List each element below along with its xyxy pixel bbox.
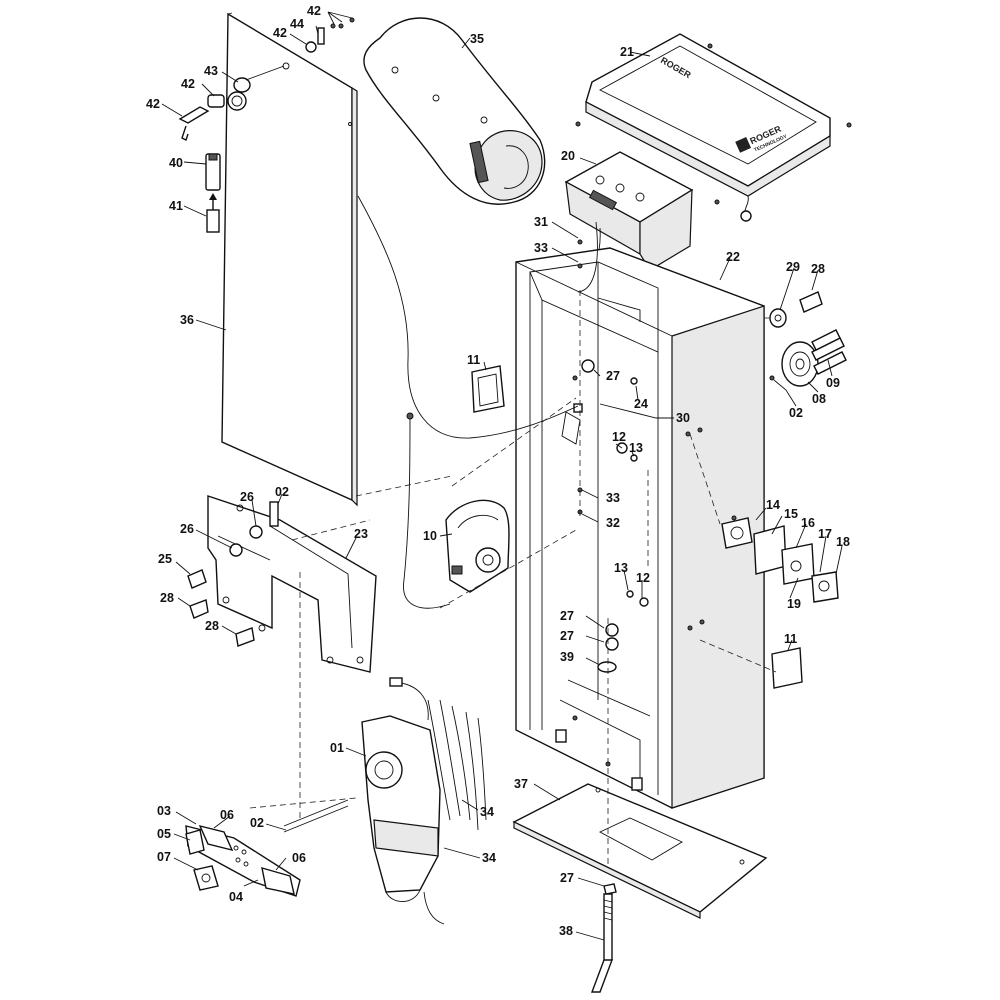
- callout-27-mid-2: 27: [560, 629, 574, 643]
- callout-02-right: 02: [789, 406, 803, 420]
- callout-28-bracket-lower: 28: [205, 619, 219, 633]
- callout-22: 22: [726, 250, 740, 264]
- callout-15: 15: [784, 507, 798, 521]
- callout-26-upper: 26: [240, 490, 254, 504]
- callout-41: 41: [169, 199, 183, 213]
- callout-06-upper: 06: [220, 808, 234, 822]
- callout-30: 30: [676, 411, 690, 425]
- lock-parts: [178, 17, 355, 141]
- control-box: [564, 151, 694, 291]
- callout-11-upper: 11: [467, 353, 480, 367]
- pulley-assembly: [769, 291, 847, 387]
- callout-32: 32: [606, 516, 620, 530]
- callout-39: 39: [560, 650, 574, 664]
- callout-36: 36: [180, 313, 194, 327]
- callout-42-lock-washer: 42: [273, 26, 287, 40]
- callout-33-top: 33: [534, 241, 548, 255]
- callout-16: 16: [801, 516, 815, 530]
- mounting-bracket: [187, 495, 377, 673]
- callout-10: 10: [423, 529, 437, 543]
- callout-35: 35: [470, 32, 484, 46]
- cable-runs: [357, 195, 598, 609]
- callout-08: 08: [812, 392, 826, 406]
- callout-44: 44: [290, 17, 304, 31]
- callout-17: 17: [818, 527, 832, 541]
- callout-25: 25: [158, 552, 172, 566]
- arm-bracket: [185, 799, 349, 897]
- callout-40: 40: [169, 156, 183, 170]
- callout-38: 38: [559, 924, 573, 938]
- callout-11-lower: 11: [784, 632, 797, 646]
- callout-01: 01: [330, 741, 344, 755]
- callout-02-lower: 02: [250, 816, 264, 830]
- door-tag-parts: [205, 153, 221, 233]
- callout-04: 04: [229, 890, 243, 904]
- callout-42-key: 42: [146, 97, 160, 111]
- callout-13-lower: 13: [614, 561, 628, 575]
- arm-cover-shell: [363, 17, 546, 205]
- callout-42-top: 42: [307, 4, 321, 18]
- callout-24: 24: [634, 397, 648, 411]
- callout-34-lower: 34: [482, 851, 496, 865]
- callout-02-bracket: 02: [275, 485, 289, 499]
- callout-27-mid: 27: [560, 609, 574, 623]
- callout-09: 09: [826, 376, 840, 390]
- cover-plates: [471, 365, 803, 689]
- callout-26-lower: 26: [180, 522, 194, 536]
- callout-03: 03: [157, 804, 171, 818]
- callout-42-cylinder: 42: [181, 77, 195, 91]
- limit-switch-unit: [445, 499, 510, 593]
- callout-43: 43: [204, 64, 218, 78]
- callout-21: 21: [620, 45, 634, 59]
- callout-34-upper: 34: [480, 805, 494, 819]
- anchor-bolt: [590, 883, 617, 993]
- centre-fasteners: [573, 239, 649, 673]
- callout-33-lower: 33: [606, 491, 620, 505]
- assembly-guide-lines: [249, 290, 777, 866]
- selector-panel-parts: [721, 515, 839, 603]
- callout-19: 19: [787, 597, 801, 611]
- callout-06-lower: 06: [292, 851, 306, 865]
- callout-labels: 42 44 42 43 42 42 40 41 36 35 21 20 31 3…: [146, 4, 850, 938]
- callout-23: 23: [354, 527, 368, 541]
- callout-37: 37: [514, 777, 528, 791]
- callout-12-upper: 12: [612, 430, 626, 444]
- callout-07: 07: [157, 850, 171, 864]
- callout-14: 14: [766, 498, 780, 512]
- callout-12-lower: 12: [636, 571, 650, 585]
- leader-lines: [161, 11, 843, 941]
- callout-31: 31: [534, 215, 548, 229]
- callout-27-base: 27: [560, 871, 574, 885]
- cabinet-body: [515, 247, 765, 809]
- callout-28-right: 28: [811, 262, 825, 276]
- callout-13-upper: 13: [629, 441, 643, 455]
- callout-20: 20: [561, 149, 575, 163]
- gear-motor: [361, 677, 487, 925]
- callout-05: 05: [157, 827, 171, 841]
- base-plate: [512, 783, 768, 919]
- callout-18: 18: [836, 535, 850, 549]
- callout-27-upper: 27: [606, 369, 620, 383]
- door-panel: [221, 12, 358, 507]
- callout-29: 29: [786, 260, 800, 274]
- callout-28-bracket-upper: 28: [160, 591, 174, 605]
- top-lid: ROGER ROGER TECHNOLOGY: [575, 33, 852, 222]
